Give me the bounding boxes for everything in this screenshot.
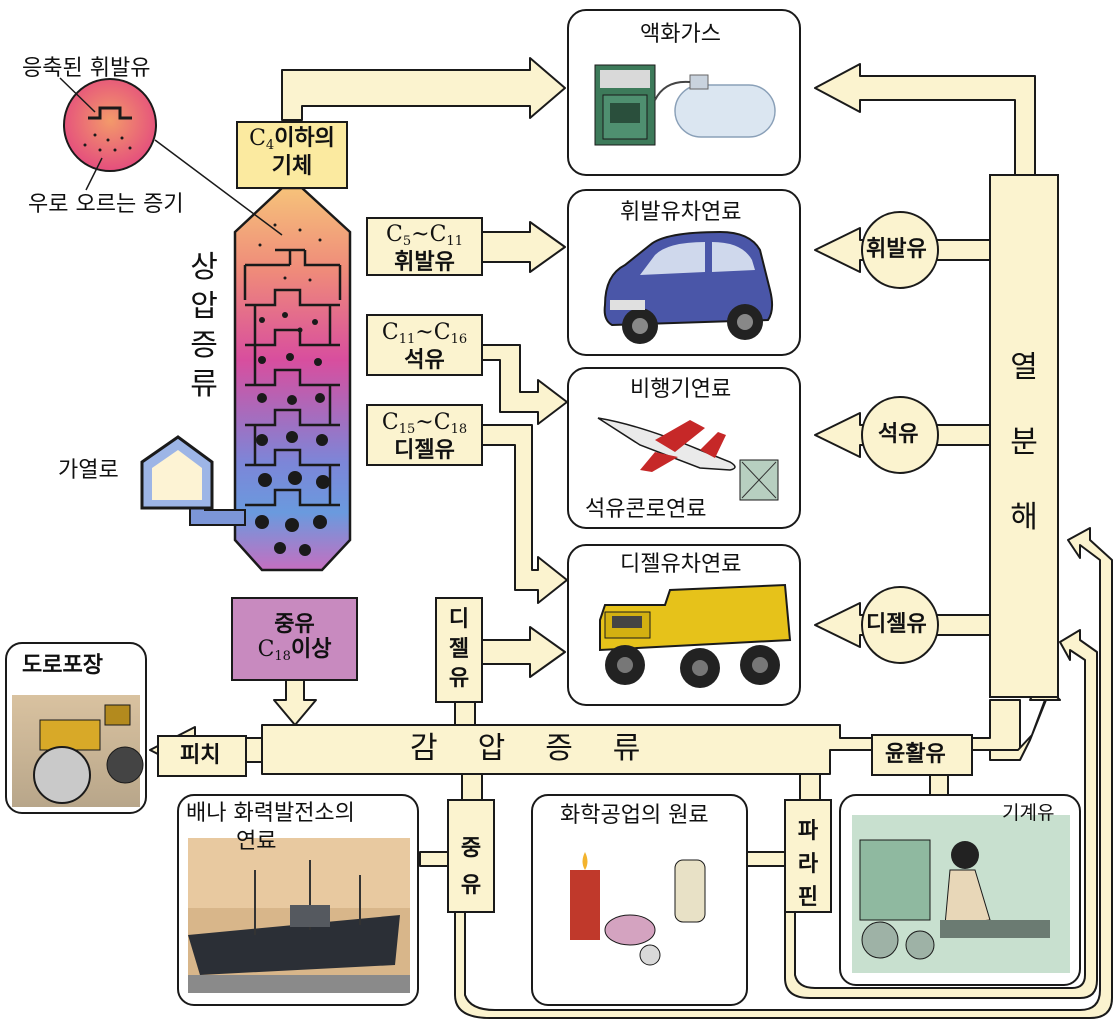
pipe-return-inner [784, 629, 1098, 999]
heavy-box [231, 597, 358, 681]
crack-kerosene-label: 석유 [878, 422, 919, 447]
stove-title: 석유콘로연료 [585, 497, 707, 522]
vacuum-boxes [157, 597, 973, 913]
pipe-diesel [481, 424, 568, 604]
ship-title-2: 연료 [236, 829, 277, 854]
pipe-vacuum-diesel [481, 626, 566, 678]
gas-box [236, 121, 348, 189]
pipe-machine-stem [929, 773, 949, 796]
crack-gasoline-label: 휘발유 [866, 237, 927, 262]
inset-top-label: 응축된 휘발유 [22, 56, 151, 81]
pipe-ship-connect [419, 851, 451, 867]
cracking-box [989, 174, 1059, 698]
machine-illustration [852, 815, 1070, 973]
chem-illustration [570, 852, 706, 966]
pipe-heavy-stem [461, 773, 483, 801]
vacuum-label: 감압증류 [410, 731, 681, 766]
pipe-gas-to-lpg [281, 57, 566, 121]
kerosene-box [366, 314, 483, 376]
heavy-fraction-label: 중유 C18이상 [257, 612, 332, 665]
truck-title: 디젤유차연료 [620, 552, 742, 577]
crack-diesel-label: 디젤유 [866, 612, 927, 637]
plane-illustration [597, 417, 779, 501]
road-roller-illustration [12, 695, 144, 807]
gasoline-fraction-label: C5~C11 휘발유 [386, 222, 463, 275]
pitch-label: 피치 [180, 743, 221, 768]
road-title: 도로포장 [22, 653, 103, 678]
plane-title: 비행기연료 [630, 377, 732, 402]
pipe-crack-lpg [814, 63, 1036, 176]
crack-circles [861, 211, 939, 664]
pipe-vacuum-main [261, 699, 1021, 775]
chem-title: 화학공업의 원료 [560, 803, 709, 828]
lpg-illustration [594, 64, 776, 146]
ship-title-1: 배나 화력발전소의 [186, 801, 355, 826]
lube-label: 윤활유 [885, 742, 946, 767]
gasoline-box [366, 217, 483, 276]
pipe-kerosene [481, 344, 568, 425]
truck-illustration [599, 583, 792, 688]
diesel-fraction-label: C15~C18 디젤유 [381, 410, 468, 463]
pipe-return-outer [454, 527, 1113, 1019]
pipe-chem-connect [744, 851, 786, 867]
inset-vapor [59, 77, 283, 236]
car-illustration [603, 230, 774, 344]
lpg-title: 액화가스 [640, 22, 721, 47]
furnace-label: 가열로 [58, 458, 119, 483]
inset-bottom-label: 우로 오르는 증기 [28, 192, 184, 217]
pipe-heavy-down [273, 679, 317, 726]
diesel-box [366, 404, 483, 466]
kerosene-fraction-label: C11~C16 석유 [381, 320, 468, 373]
pipe-paraffin-stem [799, 773, 821, 801]
ship-illustration [188, 838, 410, 993]
car-title: 휘발유차연료 [620, 200, 742, 225]
gas-fraction-label: C4이하의 기체 [249, 126, 335, 179]
pipe-gasoline [481, 221, 566, 273]
machine-title: 기계유 [1002, 802, 1055, 824]
pipe-vac-diesel-stem [454, 699, 476, 726]
